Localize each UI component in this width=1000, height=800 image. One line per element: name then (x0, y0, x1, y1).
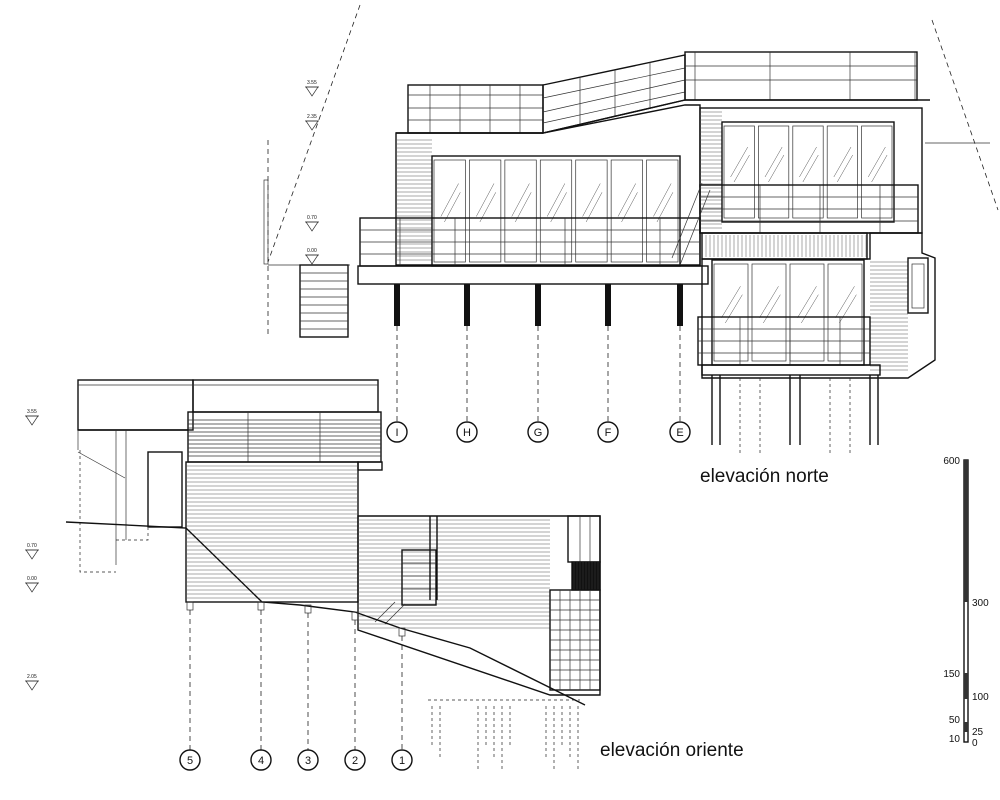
axis-label: E (676, 427, 683, 439)
scale-bar-segment (964, 722, 968, 732)
axis-label: 5 (187, 755, 193, 767)
deck-column (677, 284, 683, 326)
level-marker (25, 680, 39, 691)
footing (257, 601, 265, 611)
roof-railing-left (407, 84, 544, 134)
east-axis-markers: 5 4 3 2 1 (179, 610, 413, 771)
level-label: 2.05 (27, 674, 37, 680)
axis-bubble (250, 749, 272, 771)
scale-label: 100 (972, 692, 989, 703)
north-right-volume (699, 107, 923, 234)
axis-bubble (344, 749, 366, 771)
foundation-dashes (428, 699, 580, 770)
scale-label: 25 (972, 727, 984, 738)
axis-label: 2 (352, 755, 358, 767)
entry-stair (299, 264, 349, 338)
guide-dashed-line (267, 4, 361, 263)
stair-rail (671, 182, 703, 259)
deck-column (464, 284, 470, 326)
level-marker (25, 549, 39, 560)
scale-label: 300 (972, 598, 989, 609)
north-lower-balcony (697, 316, 871, 366)
scale-bar-segment (964, 460, 968, 602)
side-post (263, 179, 269, 265)
level-marker (25, 582, 39, 593)
roof-railing-sloped (542, 54, 686, 134)
level-label: 2.35 (307, 114, 317, 120)
level-marker (305, 86, 319, 97)
level-marker (305, 120, 319, 131)
north-elevation-title: elevación norte (700, 466, 829, 487)
deck-column (394, 284, 400, 326)
axis-label: 4 (258, 755, 264, 767)
east-roof-box (77, 379, 194, 431)
axis-bubble (386, 421, 408, 443)
axis-bubble (597, 421, 619, 443)
lower-slab (701, 364, 881, 376)
scale-label: 0 (972, 738, 978, 749)
guide-dashed-line (931, 19, 999, 211)
axis-bubble (456, 421, 478, 443)
deck-columns (394, 284, 683, 326)
scale-label: 600 (943, 456, 960, 467)
scale-label: 10 (949, 734, 961, 745)
level-label: 0.00 (27, 576, 37, 582)
lower-stilts (711, 375, 879, 455)
roof-railing-right (684, 51, 918, 101)
axis-bubble (391, 749, 413, 771)
deck-column (605, 284, 611, 326)
east-lower-volume (357, 515, 601, 696)
stair-rail (679, 189, 711, 266)
deck-column (535, 284, 541, 326)
footing (186, 601, 194, 611)
level-marks-east: 3.55 0.70 0.00 2.05 (25, 409, 39, 691)
east-stair-detail (374, 516, 438, 625)
axis-label: I (395, 427, 398, 439)
axis-label: H (463, 427, 471, 439)
north-elevation: 3.55 2.35 0.70 0.00 I H G F E elevación norte (263, 4, 999, 487)
east-main-volume (185, 461, 359, 603)
axis-bubble (297, 749, 319, 771)
terrain-profile (65, 521, 586, 706)
axis-label: G (534, 427, 543, 439)
scale-label: 150 (943, 669, 960, 680)
axis-bubble (179, 749, 201, 771)
scale-label: 50 (949, 715, 961, 726)
east-elevation: 3.55 0.70 0.00 2.05 5 4 3 2 1 elevación oriente (25, 379, 744, 771)
axis-label: F (605, 427, 612, 439)
level-marks-north: 3.55 2.35 0.70 0.00 (305, 80, 319, 265)
footings (186, 601, 406, 637)
level-label: 3.55 (27, 409, 37, 415)
roof-slab (542, 99, 686, 134)
east-upper-railing (187, 411, 383, 471)
north-upper-balcony (699, 184, 919, 234)
east-left-wing (77, 429, 188, 573)
level-label: 0.70 (307, 215, 317, 221)
level-label: 3.55 (307, 80, 317, 86)
axis-bubble (527, 421, 549, 443)
level-marker (305, 254, 319, 265)
scale-bar-segment (964, 673, 968, 699)
north-main-volume (395, 104, 701, 266)
axis-bubble (669, 421, 691, 443)
level-marker (305, 221, 319, 232)
east-elevation-title: elevación oriente (600, 740, 744, 761)
north-band (701, 232, 868, 260)
axis-label: 1 (399, 755, 405, 767)
axis-label: 3 (305, 755, 311, 767)
level-marker (25, 415, 39, 426)
north-lower-volume (701, 232, 936, 379)
north-window-wall (431, 155, 681, 267)
level-label: 0.00 (307, 248, 317, 254)
level-label: 0.70 (27, 543, 37, 549)
north-balcony-railing (359, 217, 701, 267)
deck-slab (357, 265, 709, 285)
